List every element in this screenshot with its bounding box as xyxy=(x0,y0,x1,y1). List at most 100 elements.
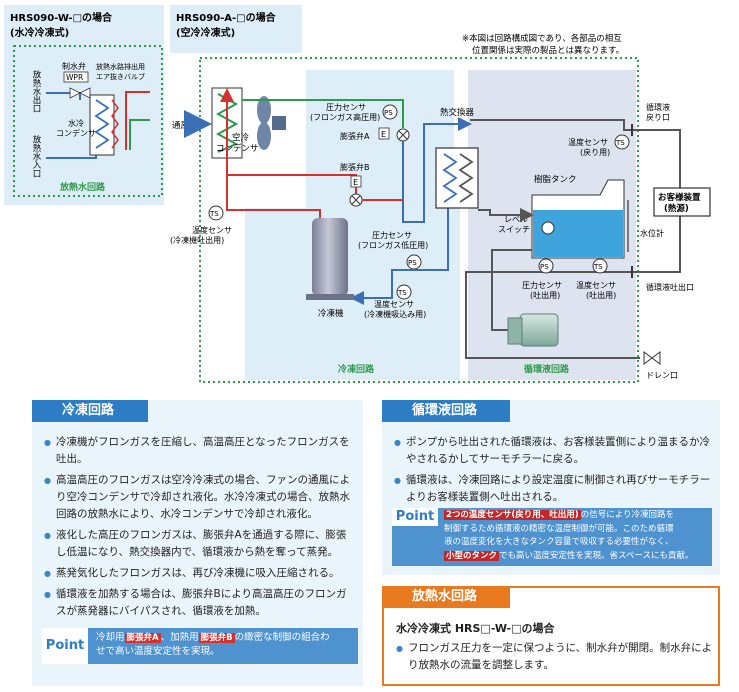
air-condenser-label-2: コンデンサ xyxy=(216,143,259,154)
exp-b-tag xyxy=(350,175,362,188)
pump-motor xyxy=(519,313,559,347)
list-item: 液化した高圧のフロンガスは、膨張弁Aを通過する際に、膨張し低温になり、熱交換器内… xyxy=(44,527,354,561)
point-text-part: 制御するため循環液の精密な温度制御が可能。このため循環 xyxy=(444,523,674,534)
circ-point-box: Point 2つの温度センサ(戻り用、吐出用)の信号により冷凍回路を 制御するた… xyxy=(392,508,712,566)
ps-low-label-2: (フロンガス低圧用) xyxy=(358,240,428,250)
wpr-text: WPR xyxy=(66,73,83,82)
circ-point-text: 2つの温度センサ(戻り用、吐出用)の信号により冷凍回路を 制御するため循環液の精… xyxy=(444,509,710,563)
customer-return xyxy=(640,129,681,188)
point-text-part: の信号により冷凍回路を xyxy=(580,510,675,520)
water-condenser-label-2: コンデンサ xyxy=(56,128,96,138)
air-condenser-label-1: 空冷 xyxy=(232,132,250,143)
circ-panel-title: 循環液回路 xyxy=(382,400,510,422)
water-condenser-coil xyxy=(94,99,110,149)
point-text-part: せで高い温度安定性を実現。 xyxy=(96,646,220,657)
point-tag: Point xyxy=(42,628,88,664)
ps-dis-label-1: 圧力センサ xyxy=(522,280,562,290)
drain-line xyxy=(465,330,640,359)
tank-label: 樹脂タンク xyxy=(534,174,577,185)
hot-gas-bypass xyxy=(227,174,357,200)
compressor-label: 冷凍機 xyxy=(318,308,344,319)
ps-high-label-1: 圧力センサ xyxy=(326,102,366,112)
wpr-valve-symbol xyxy=(69,87,91,99)
compressor-base xyxy=(306,294,354,300)
dis-port-label: 循環液吐出口 xyxy=(646,282,694,292)
refrig-panel: 冷凍回路 冷凍機がフロンガスを圧縮し、高温高圧となったフロンガスを吐出。 高温高… xyxy=(32,400,363,686)
bleed-label-2: エア抜きバルブ xyxy=(96,72,145,81)
refrig-list: 冷凍機がフロンガスを圧縮し、高温高圧となったフロンガスを吐出。 高温高圧のフロン… xyxy=(44,434,354,624)
fan-blade-2 xyxy=(257,122,271,150)
ts-ret-label-2: (戻り用) xyxy=(580,147,610,157)
air-model-bg xyxy=(170,5,302,53)
air-condenser-coil xyxy=(215,93,239,153)
ps-dis-label-2: (吐出用) xyxy=(530,290,560,300)
tank-to-pump xyxy=(491,249,532,331)
exp-b-x xyxy=(351,195,361,205)
hex-label: 熱交換器 xyxy=(440,107,475,118)
drain-label: ドレン口 xyxy=(646,371,678,380)
ts-dis-symbol xyxy=(592,258,608,274)
hex-coil-grey xyxy=(458,153,474,203)
heat-panel-title: 放熱水回路 xyxy=(382,586,510,608)
list-item: 蒸発気化したフロンガスは、再び冷凍機に吸入圧縮される。 xyxy=(44,565,354,582)
ts-suc-sym-text: TS xyxy=(397,289,407,297)
ps-high-symbol xyxy=(382,104,398,120)
highlight-two-sensors: 2つの温度センサ(戻り用、吐出用) xyxy=(444,510,581,520)
water-outlet-label: 放熱水出口 xyxy=(31,69,41,112)
point-text-part: 液の温度変化を大きなタンク容量で吸収する必要性がなく、 xyxy=(444,537,674,547)
exp-a-tag xyxy=(378,127,390,140)
water-circuit-label: 放熱水回路 xyxy=(59,181,106,193)
customer-device xyxy=(653,187,711,217)
fan-hub xyxy=(272,116,286,130)
hex-coil-blue xyxy=(442,153,458,203)
circ-panel: 循環液回路 ポンプから吐出された循環液は、お客様装置側により温まるか冷やされるか… xyxy=(382,400,720,575)
wpr-tag xyxy=(63,71,89,83)
note-line-1: ※本図は回路構成図であり、各部品の相互 xyxy=(462,33,622,44)
chiller-frame xyxy=(199,57,639,383)
ret-port-label-2: 戻り口 xyxy=(646,112,670,122)
exp-a-label: 膨張弁A xyxy=(340,131,370,141)
water-model-title: HRS090-W-□の場合 xyxy=(10,11,113,24)
pump-to-discharge xyxy=(465,271,640,330)
drain-valve xyxy=(643,351,661,365)
point-text-part: でも高い温度安定性を実現。省スペースにも貢献。 xyxy=(499,550,694,561)
point-text-part: の緻密な制御の組合わ xyxy=(234,632,330,643)
ts-dis-sym-text: TS xyxy=(593,263,603,271)
circ-list: ポンプから吐出された循環液は、お客様装置側により温まるか冷やされるかしてサーモチ… xyxy=(394,434,712,510)
highlight-small-tank: 小型のタンク xyxy=(444,550,500,561)
point-text-part: 冷却用 xyxy=(96,632,125,643)
water-condenser-label: 水冷 xyxy=(68,118,84,128)
hex-to-tank xyxy=(478,208,534,222)
hot-gas-line xyxy=(226,158,321,218)
level-label-1: レベル xyxy=(504,215,528,224)
water-ref-out xyxy=(129,119,150,150)
ps-dis-sym-text: PS xyxy=(540,263,549,271)
heat-list: フロンガス圧力を一定に保つように、制水弁が開閉。制水弁により放熱水の流量を調整し… xyxy=(396,640,714,678)
list-item: 冷凍機がフロンガスを圧縮し、高温高圧となったフロンガスを吐出。 xyxy=(44,434,354,468)
list-item: 循環液を加熱する場合は、膨張弁Bにより高温高圧のフロンガスが蒸発器にバイパスされ… xyxy=(44,586,354,620)
point-text-part: 、加熱用 xyxy=(160,632,199,643)
ts-suc-label-1: 温度センサ xyxy=(374,299,414,309)
compressor xyxy=(312,218,348,296)
exp-a-sym: E xyxy=(381,130,386,139)
list-item: 循環液は、冷凍回路により設定温度に制御され再びサーモチラーよりお客様装置側へ吐出… xyxy=(394,472,712,506)
ts-dis-label-2: (吐出用) xyxy=(586,290,616,300)
bleed-label-1: 放熱水路排出用 xyxy=(96,62,145,71)
pump-head xyxy=(507,317,523,345)
water-model-subtitle: (水冷冷凍式) xyxy=(10,26,69,39)
list-item: フロンガス圧力を一定に保つように、制水弁が開閉。制水弁により放熱水の流量を調整し… xyxy=(396,640,714,674)
ts-ret-sym-text: TS xyxy=(615,139,625,147)
heat-panel-subtitle: 水冷冷凍式 HRS□-W-□の場合 xyxy=(396,622,555,635)
customer-label-2: (熱源) xyxy=(664,203,689,214)
circuit-diagram: HRS090-W-□の場合 (水冷冷凍式) HRS090-A-□の場合 (空冷冷… xyxy=(4,5,711,383)
list-item: 高温高圧のフロンガスは空冷冷凍式の場合、ファンの通風により空冷コンデンサで冷却さ… xyxy=(44,472,354,523)
point-tag: Point xyxy=(392,508,438,526)
fan-blade-1 xyxy=(257,96,271,124)
water-inlet-label: 放熱水入口 xyxy=(31,134,41,177)
ret-port-label-1: 循環液 xyxy=(646,102,670,112)
cold-line-a xyxy=(402,117,472,223)
level-label-2: スイッチ xyxy=(498,225,530,234)
note-line-2: 位置関係は実際の製品とは異なります。 xyxy=(472,45,624,56)
ts-out-label-1: 温度センサ xyxy=(192,225,232,235)
